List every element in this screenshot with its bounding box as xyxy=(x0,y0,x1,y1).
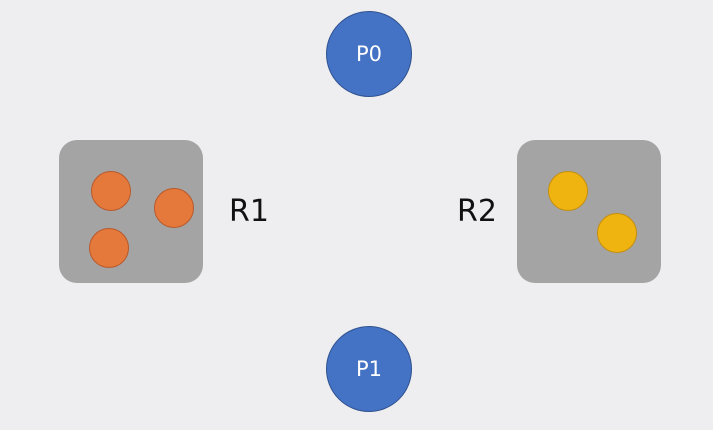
r1-instance xyxy=(89,228,129,268)
resource-r2 xyxy=(517,140,661,283)
r1-instance xyxy=(154,188,194,228)
process-p0-label: P0 xyxy=(355,42,383,66)
process-p1-label: P1 xyxy=(355,357,383,381)
r2-instance xyxy=(548,171,588,211)
r1-instance xyxy=(91,171,131,211)
process-p1: P1 xyxy=(326,326,412,412)
resource-r2-label: R2 xyxy=(457,194,497,229)
r2-instance xyxy=(597,213,637,253)
resource-r1-label: R1 xyxy=(229,194,269,229)
process-p0: P0 xyxy=(326,11,412,97)
resource-r1 xyxy=(59,140,203,283)
